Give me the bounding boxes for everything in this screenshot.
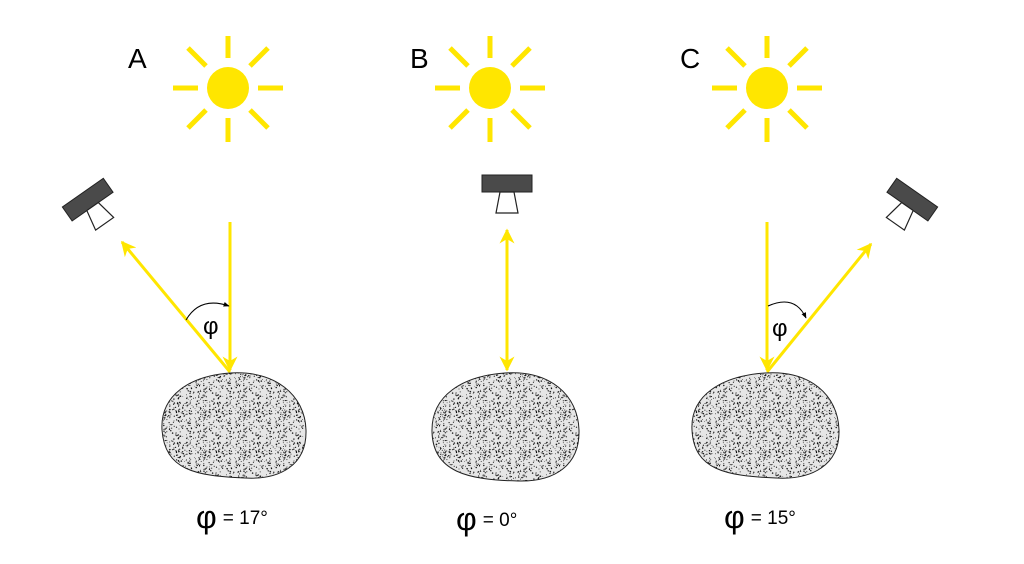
reflected-ray [120,240,232,373]
caption-a: φ= 17° [196,499,268,535]
panel-label-c: C [680,43,700,74]
caption-c: φ= 15° [724,499,796,535]
panel-c: C φ φ= 15° [680,36,939,535]
sensor-icon [874,177,939,239]
sun-icon [173,36,283,142]
angle-arc [767,301,807,319]
sensor-icon [481,174,533,214]
phi-label: φ [772,315,788,342]
panel-label-b: B [410,43,429,74]
panel-label-a: A [128,43,147,74]
rock [691,372,840,479]
panel-a: A φ φ= 17° [61,36,307,535]
sun-icon [712,36,822,142]
panel-b: B φ= 0° [410,36,580,537]
caption-b: φ= 0° [456,501,517,537]
sun-icon [435,36,545,142]
rock [161,372,307,479]
sensor-icon [61,177,126,239]
rock [431,372,580,482]
phi-label: φ [203,313,219,340]
angle-arc [185,301,230,321]
reflected-ray [765,242,873,373]
